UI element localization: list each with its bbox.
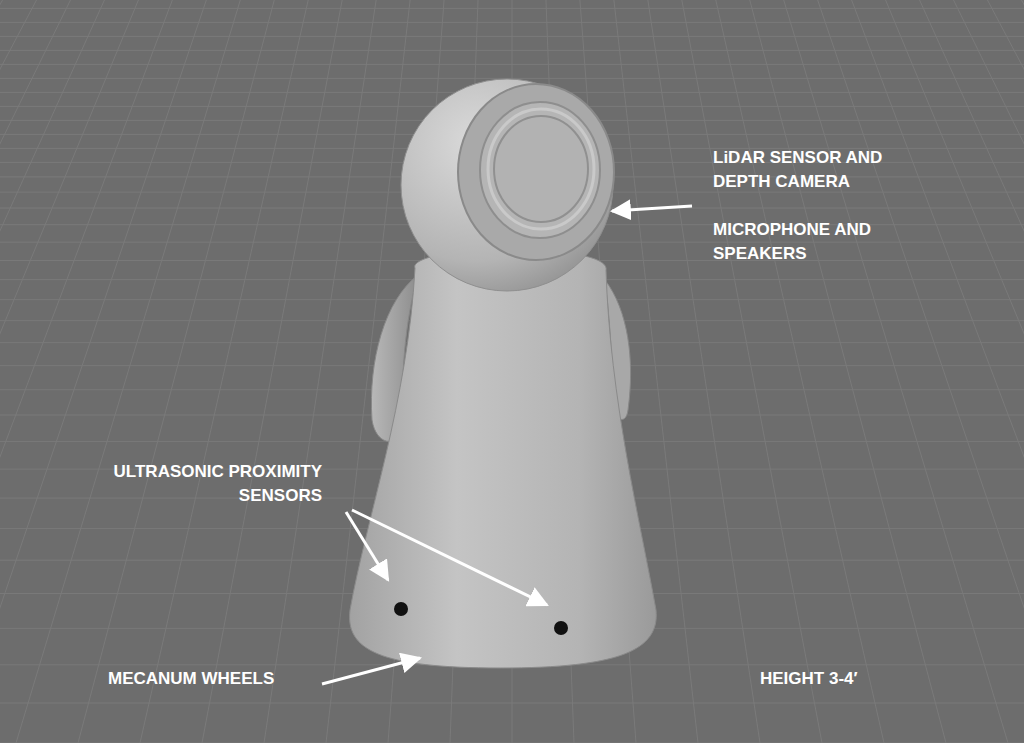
grid-line (0, 64, 1024, 65)
leader-arrow (322, 658, 420, 684)
leader-arrow (346, 512, 388, 580)
grid-line (0, 703, 1024, 704)
grid-line (0, 36, 1024, 37)
robot-body (350, 250, 657, 668)
sensor-lens (494, 116, 588, 222)
ultrasonic-sensor (554, 621, 568, 635)
sensor-ring (480, 102, 600, 238)
ultrasonic-sensor (394, 602, 408, 616)
part-label: MICROPHONE AND SPEAKERS (713, 218, 933, 266)
part-label: ULTRASONIC PROXIMITY SENSORS (50, 460, 322, 508)
dimension-label: HEIGHT 3-4′ (760, 667, 920, 691)
grid-line (0, 22, 1024, 23)
leader-arrow (612, 206, 692, 211)
part-label: LiDAR SENSOR AND DEPTH CAMERA (713, 146, 933, 194)
robot-head (401, 79, 613, 291)
sensor-ring (488, 109, 594, 229)
part-label: MECANUM WHEELS (108, 667, 328, 691)
face-plate (458, 84, 614, 260)
grid-line (0, 50, 1024, 51)
grid-line (0, 8, 1024, 9)
leader-arrow (352, 510, 547, 605)
